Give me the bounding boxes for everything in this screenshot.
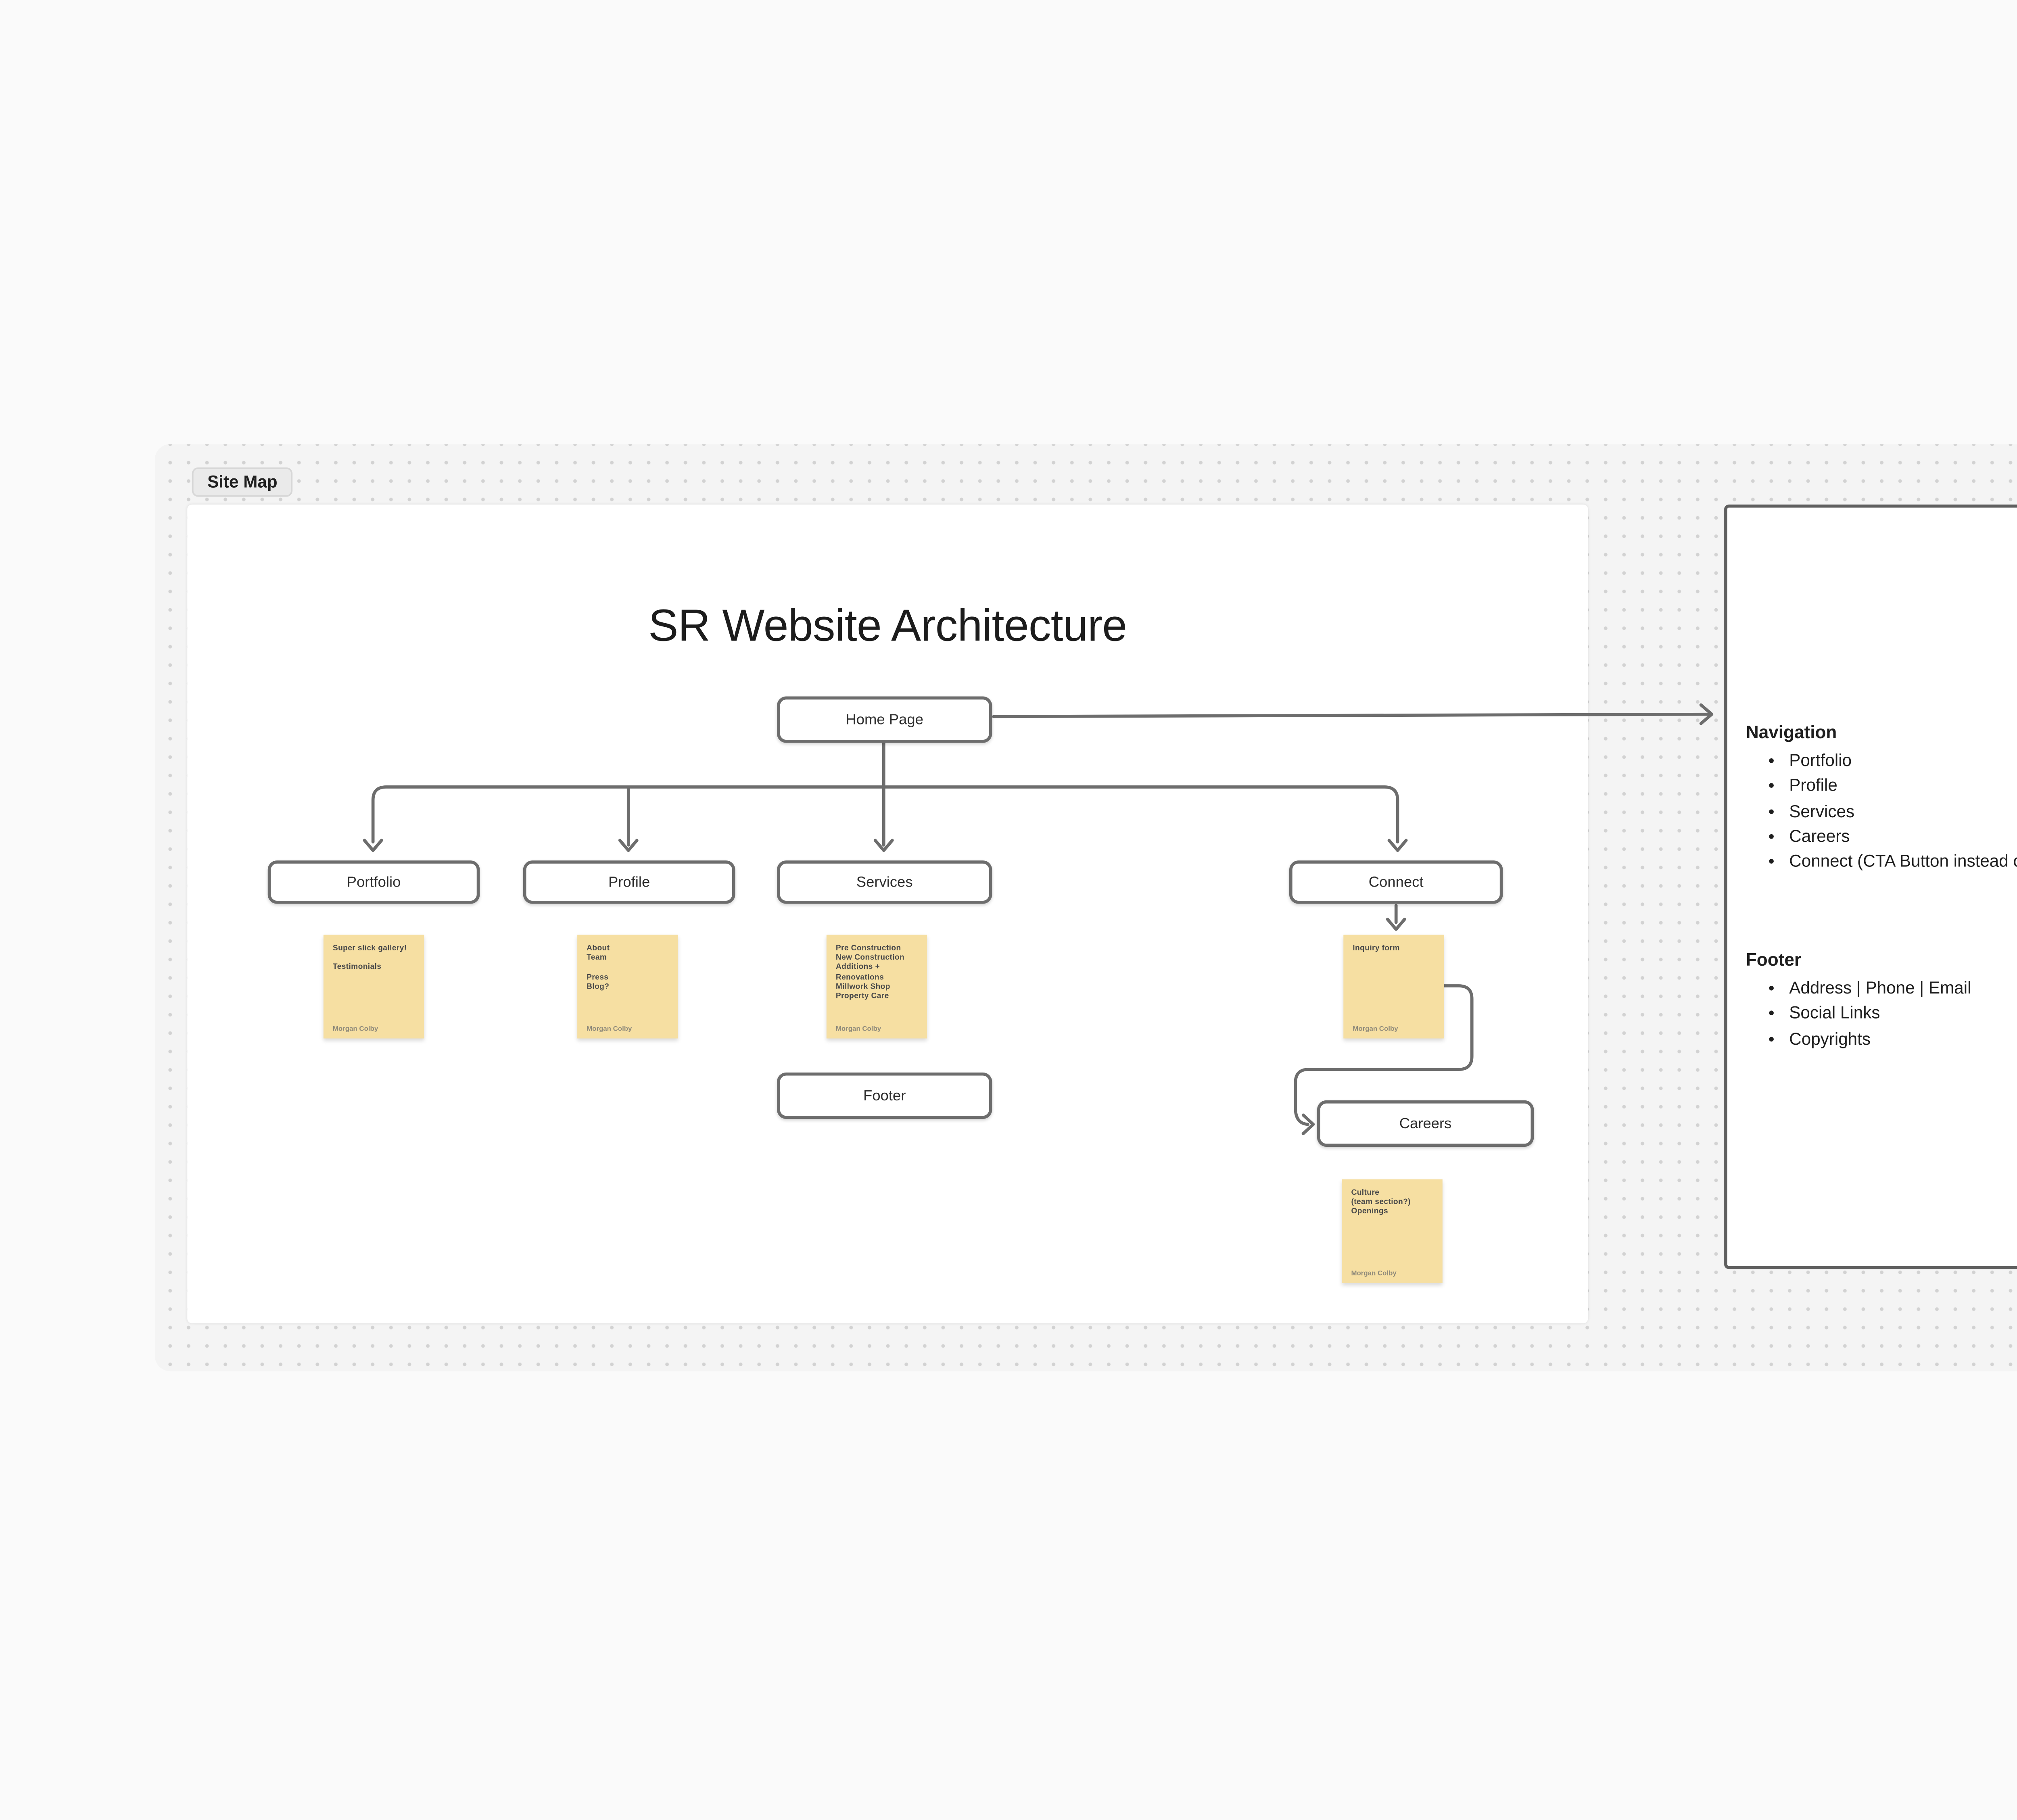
diagram-title: SR Website Architecture xyxy=(648,602,1127,652)
sticky-author: Morgan Colby xyxy=(835,1023,881,1032)
node-services-label: Services xyxy=(856,873,913,891)
sticky-author: Morgan Colby xyxy=(1351,1268,1397,1276)
navigation-heading: Navigation xyxy=(1746,724,1837,743)
node-footer-label: Footer xyxy=(863,1087,906,1104)
navigation-item: Profile xyxy=(1789,774,2017,800)
sticky-portfolio-notes[interactable]: Super slick gallery! Testimonials Morgan… xyxy=(323,935,424,1039)
node-connect-label: Connect xyxy=(1368,873,1424,891)
navigation-list: Portfolio Profile Services Careers Conne… xyxy=(1746,749,2017,875)
node-home-page-label: Home Page xyxy=(846,711,923,728)
node-profile-label: Profile xyxy=(608,873,650,891)
navigation-item: Services xyxy=(1789,799,2017,825)
sticky-line: Blog? xyxy=(587,982,610,992)
sticky-line: Pre Construction xyxy=(835,944,901,954)
node-connect[interactable]: Connect xyxy=(1289,860,1503,904)
navigation-notes: Navigation Portfolio Profile Services Ca… xyxy=(1746,724,2017,875)
sticky-profile-notes[interactable]: About Team Press Blog? Morgan Colby xyxy=(577,935,678,1039)
sticky-line: Press xyxy=(587,973,609,982)
sticky-line: Additions + Renovations xyxy=(835,963,884,982)
sticky-line xyxy=(333,954,415,963)
sticky-line: About xyxy=(587,944,610,954)
footer-item: Copyrights xyxy=(1789,1027,2017,1052)
sticky-line: Openings xyxy=(1351,1208,1389,1217)
node-profile[interactable]: Profile xyxy=(523,860,735,904)
sticky-culture-openings[interactable]: Culture (team section?) Openings Morgan … xyxy=(1342,1179,1443,1283)
node-home-page[interactable]: Home Page xyxy=(777,696,992,743)
sticky-line: Property Care xyxy=(835,992,889,1002)
sticky-line xyxy=(587,963,668,973)
navigation-item: Connect (CTA Button instead of just conn… xyxy=(1789,850,2017,875)
node-services[interactable]: Services xyxy=(777,860,992,904)
footer-item: Social Links xyxy=(1789,1002,2017,1027)
footer-list: Address | Phone | Email Social Links Cop… xyxy=(1746,977,2017,1052)
node-careers-label: Careers xyxy=(1399,1115,1452,1132)
sticky-line: Culture xyxy=(1351,1188,1380,1198)
footer-item: Address | Phone | Email xyxy=(1789,977,2017,1002)
navigation-item: Portfolio xyxy=(1789,749,2017,774)
section-label-badge[interactable]: Site Map xyxy=(192,467,293,497)
footer-notes: Footer Address | Phone | Email Social Li… xyxy=(1746,952,2017,1052)
node-careers[interactable]: Careers xyxy=(1317,1100,1534,1147)
notes-panel[interactable]: Navigation Portfolio Profile Services Ca… xyxy=(1724,504,2017,1269)
sticky-line: Testimonials xyxy=(332,963,382,973)
sticky-line: New Construction xyxy=(835,954,905,963)
sticky-line: (team section?) xyxy=(1351,1198,1411,1208)
sticky-services-notes[interactable]: Pre Construction New Construction Additi… xyxy=(826,935,927,1039)
sticky-inquiry-form[interactable]: Inquiry form Morgan Colby xyxy=(1343,935,1444,1039)
node-footer[interactable]: Footer xyxy=(777,1072,992,1119)
node-portfolio[interactable]: Portfolio xyxy=(267,860,480,904)
sticky-line: Super slick gallery! xyxy=(332,944,407,954)
sticky-author: Morgan Colby xyxy=(1353,1023,1398,1032)
footer-heading: Footer xyxy=(1746,952,1802,971)
sticky-line: Millwork Shop xyxy=(835,982,890,992)
node-portfolio-label: Portfolio xyxy=(347,873,401,891)
sticky-author: Morgan Colby xyxy=(332,1023,378,1032)
sticky-author: Morgan Colby xyxy=(587,1023,632,1032)
navigation-item: Careers xyxy=(1789,825,2017,850)
sticky-line: Inquiry form xyxy=(1353,944,1400,954)
sticky-line: Team xyxy=(587,954,607,963)
